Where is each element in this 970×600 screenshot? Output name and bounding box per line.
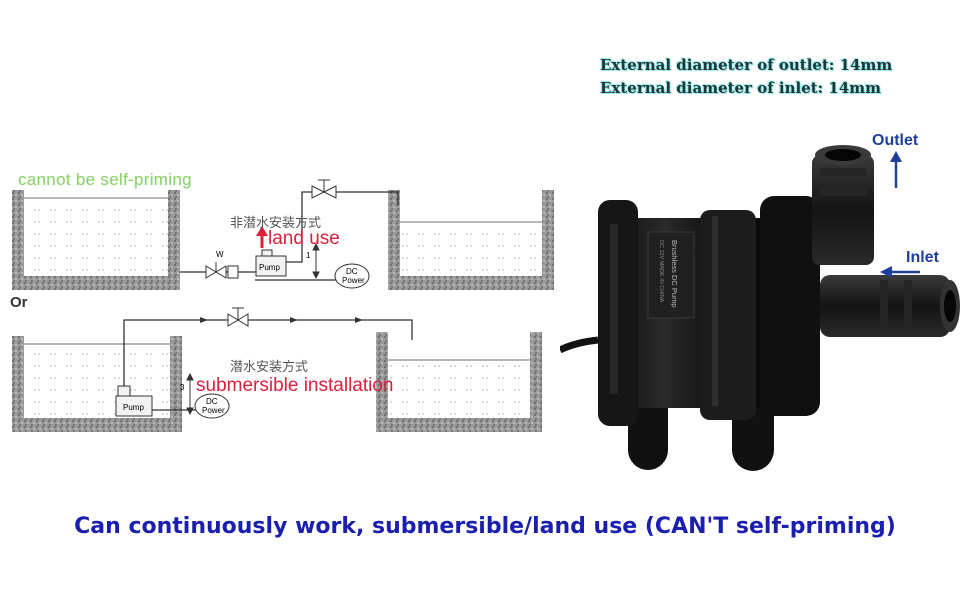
land-pump <box>255 249 287 277</box>
outlet-nozzle <box>812 145 874 265</box>
land-valve-mark: W <box>216 250 224 259</box>
inlet-nozzle <box>820 275 960 337</box>
sub-dc-power <box>194 393 230 419</box>
land-use-label: land use <box>268 228 340 249</box>
outlet-diameter-spec: External diameter of outlet: 14mm <box>600 56 893 74</box>
outlet-arrow-icon <box>890 151 902 188</box>
body-print: Brushless DC Pump <box>670 240 679 308</box>
red-up-arrow <box>256 226 268 248</box>
land-destination-tank <box>388 190 554 290</box>
self-priming-note: cannot be self-priming <box>18 170 192 189</box>
sub-height-mark: 3 <box>180 383 185 392</box>
sub-power-line2: Power <box>202 406 225 415</box>
or-label: Or <box>10 294 28 311</box>
land-valve-top <box>311 179 337 199</box>
power-cable <box>560 336 599 354</box>
sub-valve <box>227 307 249 327</box>
sub-pump-label: Pump <box>123 403 144 412</box>
outlet-label: Outlet <box>872 132 919 149</box>
land-dc-power <box>334 263 370 289</box>
sub-pump <box>115 385 153 417</box>
flow-arrow-3 <box>355 317 363 323</box>
sub-chinese-label: 潜水安装方式 <box>230 360 309 375</box>
land-pump-label: Pump <box>259 263 280 272</box>
land-power-line2: Power <box>342 276 365 285</box>
land-height-mark: 1 <box>306 251 311 260</box>
land-power-line1: DC <box>346 267 358 276</box>
inlet-diameter-spec: External diameter of inlet: 14mm <box>600 79 882 97</box>
land-valve-low <box>205 262 239 279</box>
installation-diagram: W Pump 1 DC Power <box>12 179 554 432</box>
flow-arrow-1 <box>200 317 208 323</box>
land-source-tank <box>12 190 180 290</box>
pump-photo: Brushless DC Pump DC 12V MADE IN CHINA <box>560 145 960 471</box>
body-print-small: DC 12V MADE IN CHINA <box>658 240 664 303</box>
inlet-arrow-icon <box>880 266 920 278</box>
sub-destination-tank <box>376 332 542 432</box>
feature-caption: Can continuously work, submersible/land … <box>74 514 896 539</box>
sub-power-line1: DC <box>206 397 218 406</box>
inlet-label: Inlet <box>906 249 939 266</box>
land-chinese-label: 非潜水安装方式 <box>230 216 322 231</box>
pump-body <box>598 196 820 426</box>
sub-height-marker <box>186 372 194 416</box>
submersible-installation-label: submersible installation <box>196 375 394 396</box>
land-height-marker <box>312 242 320 280</box>
body-label-panel <box>647 231 695 319</box>
sub-source-tank <box>12 336 182 432</box>
flow-arrow-2 <box>290 317 298 323</box>
